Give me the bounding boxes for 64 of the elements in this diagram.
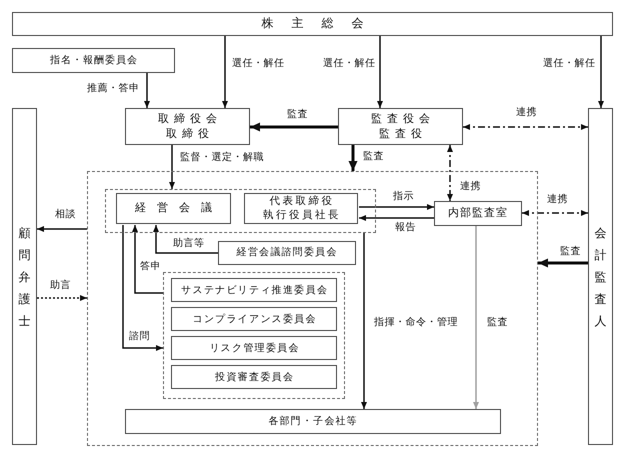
double-headed-arrow (463, 124, 588, 130)
edge-label: 監査 (363, 151, 384, 163)
edge-label: 監督・選定・解職 (180, 152, 264, 164)
officer-box (244, 193, 358, 224)
edge-label: 指示 (393, 191, 414, 203)
office-box: 内部監査室 (434, 200, 522, 226)
edge-label: 連携 (460, 181, 481, 193)
edge-label: 助言 (50, 280, 71, 292)
elbow-arrow (132, 225, 163, 294)
board-box (125, 108, 250, 145)
heading-text: 代表取締役 (268, 194, 334, 208)
edge-label: 指揮・命令・管理 (374, 317, 458, 329)
edge-label: 監査 (487, 317, 508, 329)
assembly-box: 株主総会 (12, 12, 613, 36)
arrow (144, 73, 150, 108)
dashed-frame (162, 272, 344, 398)
edge-label: 選任・解任 (543, 58, 596, 70)
committee-box: 指名・報酬委員会 (12, 48, 175, 73)
elbow-arrow (122, 225, 163, 351)
committee-box: 投資審査委員会 (171, 365, 337, 389)
arrow (169, 145, 175, 189)
edge-label: 選任・解任 (323, 58, 376, 70)
edge-label: 連携 (547, 194, 568, 206)
arrow (359, 204, 434, 210)
lawyer-box: 顧問弁護士 (12, 108, 37, 445)
edge-label: 監査 (287, 109, 308, 121)
edge-label: 相談 (55, 209, 76, 221)
dotted-arrow (37, 295, 87, 301)
committee-box: リスク管理委員会 (171, 336, 337, 360)
committee-box: サステナビリティ推進委員会 (171, 278, 337, 302)
elbow-arrow (153, 225, 218, 254)
department-box: 各部門・子会社等 (124, 408, 500, 434)
arrow (37, 226, 87, 232)
heading-text: 監査役会 (370, 112, 435, 126)
board-box (338, 108, 463, 145)
arrow (598, 36, 604, 108)
committee-box: コンプライアンス委員会 (171, 307, 337, 331)
committee-box: 経営会議諮問委員会 (218, 240, 356, 264)
dashed-frame (87, 171, 538, 446)
double-headed-arrow (522, 210, 588, 216)
auditor-box: 会計監査人 (588, 108, 613, 445)
arrow (348, 145, 358, 171)
edge-label: 選任・解任 (232, 58, 284, 70)
edge-label: 報告 (395, 222, 416, 234)
arrow (250, 122, 338, 132)
edge-label: 推薦・答申 (87, 83, 140, 95)
meeting-box: 経営会議 (116, 193, 231, 224)
role-text: 監査役 (378, 126, 427, 141)
edge-label: 諮問 (129, 331, 150, 343)
dashed-frame (104, 188, 376, 232)
arrow (538, 258, 588, 268)
double-headed-arrow (447, 145, 453, 201)
arrow (222, 36, 228, 108)
heading-text: 取締役会 (157, 112, 222, 126)
edge-label: 答申 (140, 261, 161, 273)
arrow (359, 215, 434, 221)
edge-label: 監査 (560, 246, 581, 258)
edge-label: 助言等 (173, 238, 204, 250)
role-text: 取締役 (165, 126, 214, 141)
edge-label: 連携 (516, 107, 537, 119)
role-text: 執行役員社長 (262, 208, 341, 222)
arrow (361, 233, 367, 409)
arrow (377, 36, 383, 108)
arrow (473, 226, 479, 409)
